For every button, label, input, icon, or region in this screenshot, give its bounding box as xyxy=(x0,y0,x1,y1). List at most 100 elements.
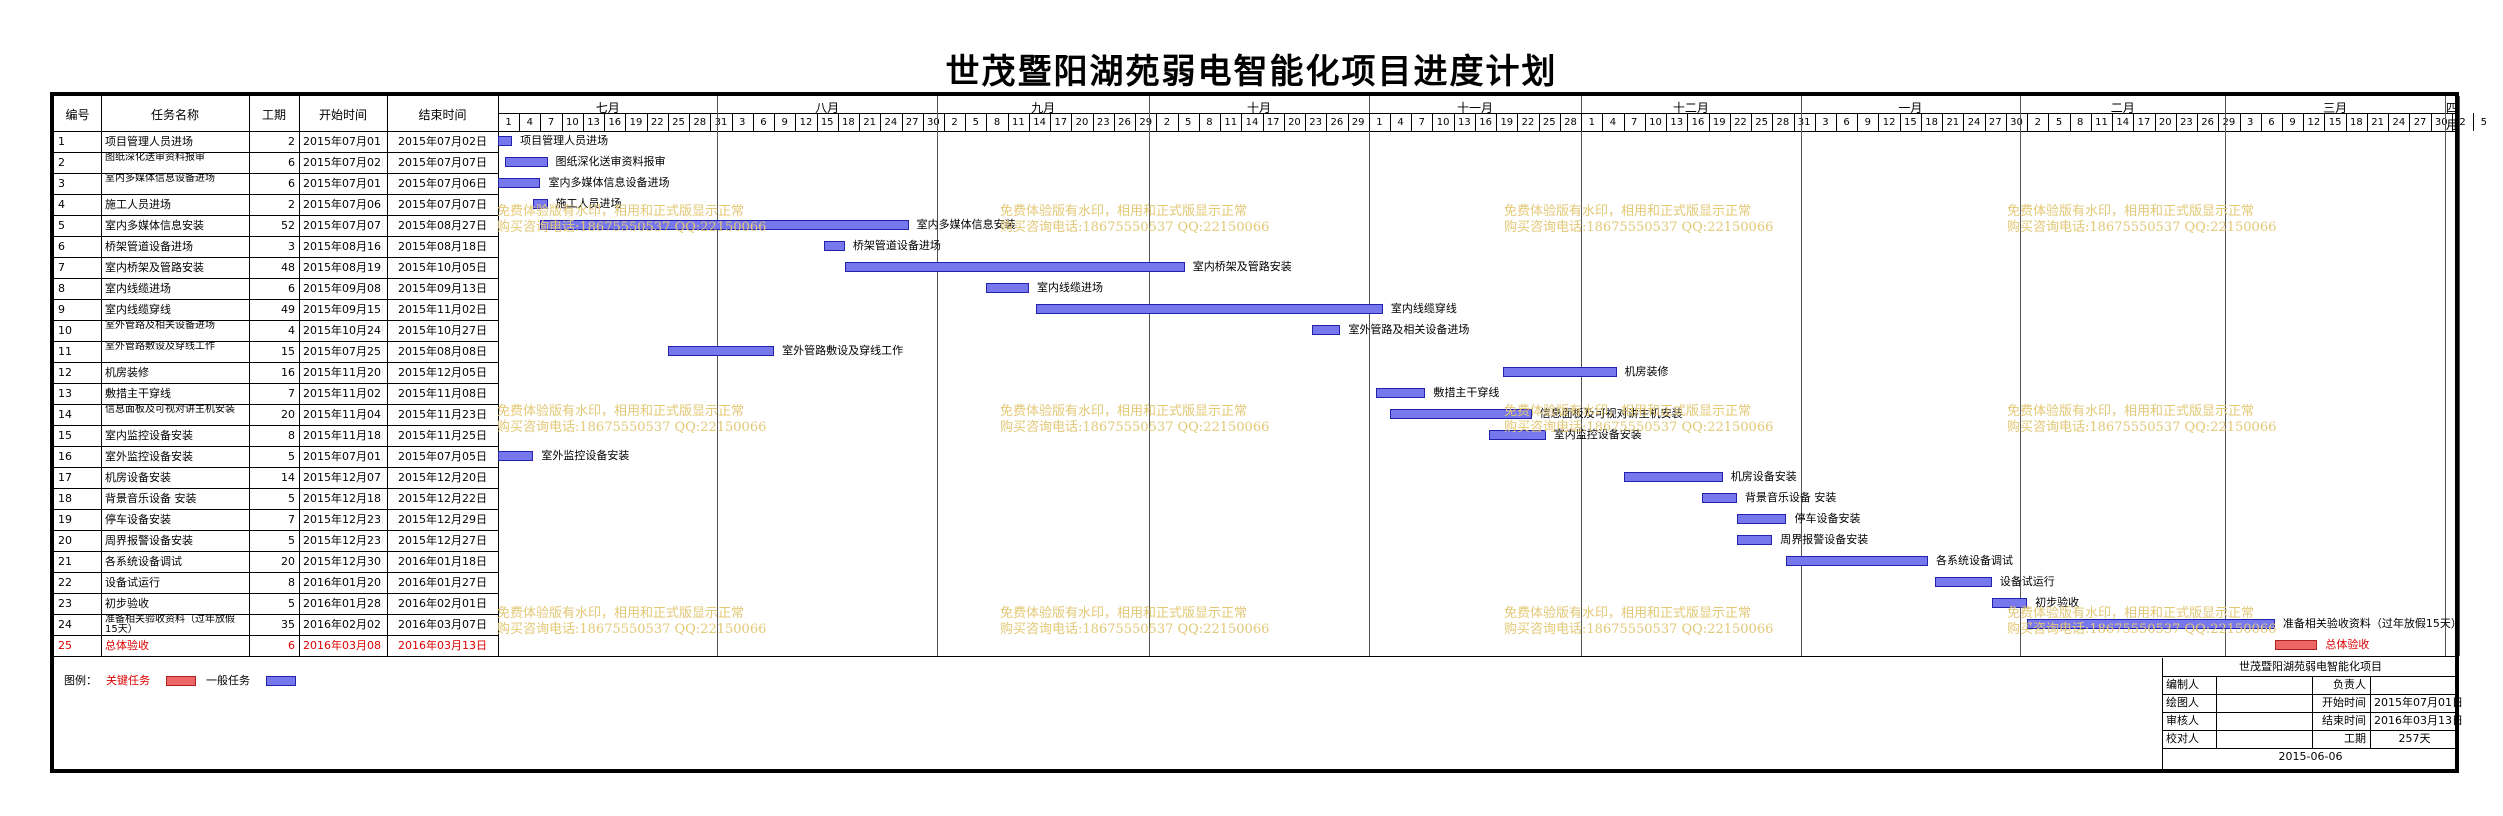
task-bar[interactable] xyxy=(1736,514,1787,524)
task-name-cell: 室内桥架及管路安装 xyxy=(105,261,204,274)
day-tick-label: 18 xyxy=(842,117,855,128)
day-tick-label: 4 xyxy=(1397,117,1404,128)
day-tick xyxy=(519,113,521,131)
task-end-cell: 2015年09月13日 xyxy=(398,282,487,295)
day-tick-label: 28 xyxy=(1776,117,1790,128)
summary-row-line xyxy=(2162,748,2459,749)
task-name-cell: 设备试运行 xyxy=(105,576,160,589)
watermark-line: 购买咨询电话:18675550537 QQ:22150066 xyxy=(1000,622,1270,637)
day-tick-label: 27 xyxy=(1988,117,2002,128)
task-bar[interactable] xyxy=(1701,493,1737,503)
day-tick-label: 22 xyxy=(650,117,664,128)
watermark-line: 购买咨询电话:18675550537 QQ:22150066 xyxy=(2007,420,2277,435)
legend-critical-label: 关键任务 xyxy=(106,674,150,687)
task-bar-label: 信息面板及可视对讲主机安装 xyxy=(1539,407,1683,420)
day-tick xyxy=(604,113,606,131)
task-dur-cell: 35 xyxy=(281,618,295,631)
task-name-cell: 准备相关验收资料（过年放假15天） xyxy=(105,614,235,635)
row-divider xyxy=(54,194,498,195)
task-bar-label: 室外监控设备安装 xyxy=(541,449,630,462)
task-bar[interactable] xyxy=(1935,577,1992,587)
task-bar[interactable] xyxy=(1736,535,1773,545)
task-bar[interactable] xyxy=(540,220,909,230)
task-id-cell: 2 xyxy=(58,156,65,169)
task-dur-cell: 6 xyxy=(288,639,295,652)
task-id-cell: 21 xyxy=(58,555,72,568)
day-tick xyxy=(1857,113,1859,131)
day-tick-label: 6 xyxy=(1843,117,1850,128)
task-bar[interactable] xyxy=(505,157,548,167)
task-bar[interactable] xyxy=(823,241,845,251)
task-bar[interactable] xyxy=(1503,367,1617,377)
day-tick-label: 29 xyxy=(1139,117,1153,128)
task-bar[interactable] xyxy=(1390,409,1532,419)
legend-label: 图例： xyxy=(64,674,97,687)
day-tick-label: 1 xyxy=(1376,117,1383,128)
day-tick-label: 16 xyxy=(608,117,622,128)
day-tick-label: 5 xyxy=(2480,117,2487,128)
day-tick xyxy=(2451,113,2453,131)
task-dur-cell: 20 xyxy=(281,555,295,568)
task-start-cell: 2015年12月30日 xyxy=(303,555,383,568)
day-tick xyxy=(2175,113,2177,131)
day-tick xyxy=(1644,113,1646,131)
task-end-cell: 2016年01月27日 xyxy=(398,576,487,589)
task-id-cell: 7 xyxy=(58,261,65,274)
task-start-cell: 2015年09月15日 xyxy=(303,303,383,316)
month-separator xyxy=(717,96,719,656)
task-dur-cell: 8 xyxy=(288,429,295,442)
task-bar[interactable] xyxy=(498,451,534,461)
task-id-cell: 11 xyxy=(58,345,72,358)
task-end-cell: 2015年12月29日 xyxy=(398,513,487,526)
task-start-cell: 2015年07月01日 xyxy=(303,135,383,148)
day-tick xyxy=(2473,113,2475,131)
legend-normal-swatch xyxy=(266,676,296,686)
day-tick-label: 17 xyxy=(2137,117,2151,128)
day-tick-label: 31 xyxy=(1797,117,1811,128)
day-tick-label: 6 xyxy=(2268,117,2275,128)
watermark-line: 购买咨询电话:18675550537 QQ:22150066 xyxy=(1000,420,1270,435)
task-bar[interactable] xyxy=(986,283,1029,293)
task-end-cell: 2015年12月22日 xyxy=(398,492,487,505)
task-bar[interactable] xyxy=(1489,430,1546,440)
task-bar[interactable] xyxy=(498,136,513,146)
month-separator xyxy=(2444,96,2446,656)
task-start-cell: 2015年12月18日 xyxy=(303,492,383,505)
day-tick xyxy=(2260,113,2262,131)
day-tick xyxy=(1708,113,1710,131)
task-name-cell: 项目管理人员进场 xyxy=(105,135,193,148)
task-start-cell: 2015年07月01日 xyxy=(303,450,383,463)
day-tick-label: 16 xyxy=(1691,117,1705,128)
task-bar[interactable] xyxy=(844,262,1185,272)
day-tick-label: 3 xyxy=(739,117,746,128)
task-bar[interactable] xyxy=(498,178,541,188)
task-bar[interactable] xyxy=(1991,598,2028,608)
summary-col-line xyxy=(2216,676,2217,748)
task-bar[interactable] xyxy=(1786,556,1929,566)
task-bar[interactable] xyxy=(1623,472,1723,482)
summary-col-line xyxy=(2370,676,2371,748)
day-tick-label: 19 xyxy=(1500,117,1514,128)
day-tick-label: 26 xyxy=(2201,117,2215,128)
task-dur-cell: 3 xyxy=(288,240,295,253)
task-bar[interactable] xyxy=(1036,304,1383,314)
day-tick-label: 18 xyxy=(1925,117,1938,128)
task-bar[interactable] xyxy=(1312,325,1341,335)
task-bar[interactable] xyxy=(1375,388,1426,398)
column-divider xyxy=(387,96,388,656)
task-bar[interactable] xyxy=(2027,619,2275,629)
day-tick xyxy=(2409,113,2411,131)
day-tick-label: 21 xyxy=(863,117,877,128)
task-id-cell: 6 xyxy=(58,240,65,253)
summary-row-line xyxy=(2162,676,2459,677)
header-divider xyxy=(54,131,2459,132)
day-tick-label: 8 xyxy=(2077,117,2084,128)
task-start-cell: 2015年07月01日 xyxy=(303,177,383,190)
task-bar[interactable] xyxy=(667,346,775,356)
day-tick xyxy=(625,113,627,131)
task-bar[interactable] xyxy=(533,199,548,209)
row-divider xyxy=(54,236,498,237)
critical-task-bar[interactable] xyxy=(2274,640,2318,650)
task-name-cell: 各系统设备调试 xyxy=(105,555,182,568)
day-tick xyxy=(2112,113,2114,131)
